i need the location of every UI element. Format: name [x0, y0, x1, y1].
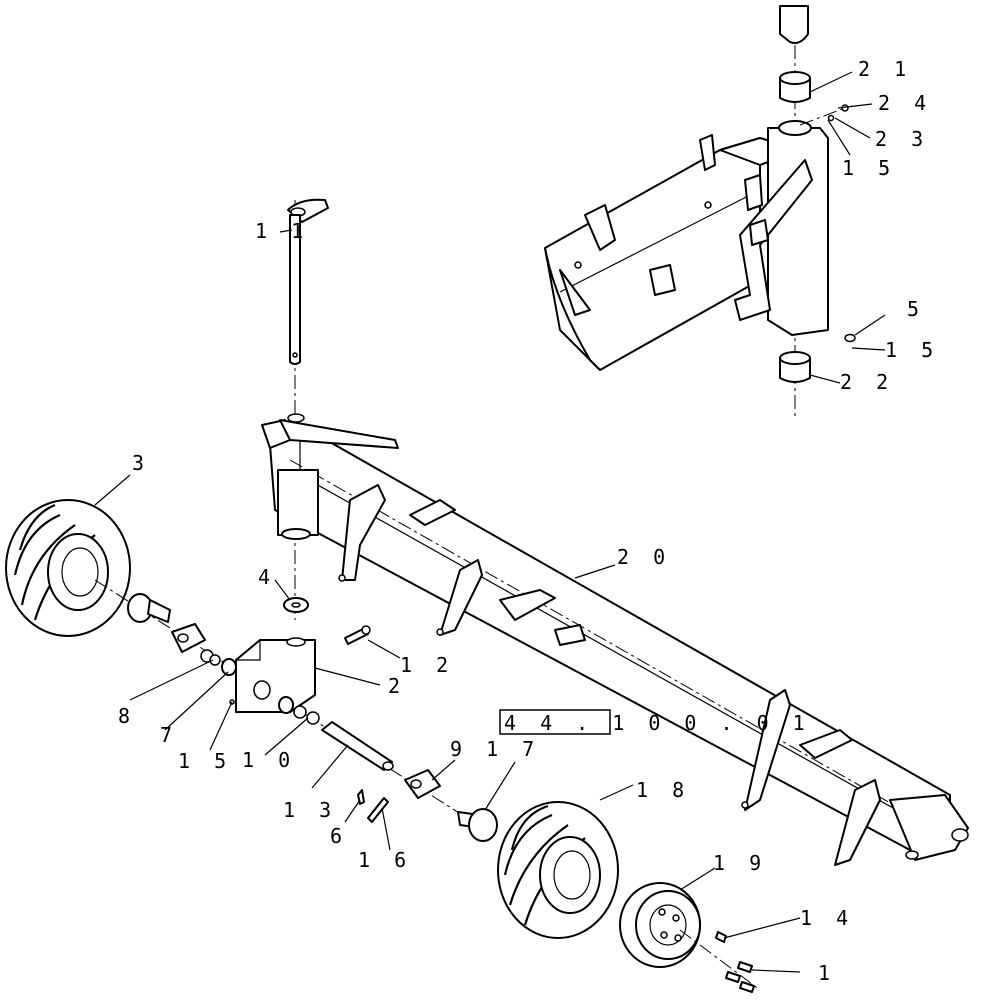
callout-24: 2 4: [878, 91, 932, 115]
callout-13: 1 3: [283, 798, 337, 822]
rim-part: [619, 882, 701, 968]
nut-14-part: [715, 931, 727, 943]
callout-10: 1 0: [242, 748, 296, 772]
callout-7: 7: [160, 723, 178, 747]
callout-19: 1 9: [713, 851, 767, 875]
bearing-right-part: [278, 696, 294, 714]
pin-top-part: [779, 5, 809, 44]
hub-right-part: [457, 808, 498, 842]
callout-11: 1 1: [255, 219, 309, 243]
callout-5: 5: [907, 297, 925, 321]
seal-right-part-2: [306, 711, 320, 725]
callout-15-top: 1 5: [842, 156, 896, 180]
callout-2: 2: [388, 674, 406, 698]
callout-labels: 2 1 2 4 2 3 1 5 5 1 5 2 2 1 1 3 2 0 4 1 …: [118, 57, 939, 985]
callout-23: 2 3: [875, 127, 929, 151]
leader-lines: [94, 71, 886, 973]
cotter-16-part: [367, 797, 389, 823]
callout-8: 8: [118, 704, 136, 728]
washer-part: [827, 114, 835, 122]
callout-18: 1 8: [636, 778, 690, 802]
callout-15-left: 1 5: [178, 749, 232, 773]
callout-1: 1: [818, 961, 836, 985]
hub-left-part: [127, 593, 171, 623]
callout-16: 1 6: [358, 848, 412, 872]
callout-9-17: 9 1 7: [450, 737, 540, 761]
main-beam-part: [261, 413, 969, 866]
wheel-left-part: [5, 499, 471, 821]
bushing-upper-part: [779, 71, 811, 103]
axle-13-part: [321, 721, 394, 771]
callout-21: 2 1: [858, 57, 912, 81]
callout-12: 1 2: [400, 653, 454, 677]
bearing-part: [221, 658, 237, 676]
seal-part-2: [209, 654, 221, 666]
washer-part-lower: [844, 333, 856, 343]
hub-bracket-right-part: [404, 769, 441, 799]
bolt-12-part: [344, 625, 371, 645]
cross-reference[interactable]: 4 4 . 1 0 0 . 0 1: [499, 709, 811, 735]
callout-3: 3: [132, 451, 150, 475]
callout-20: 2 0: [617, 545, 671, 569]
callout-6: 6: [330, 824, 348, 848]
seal-right-part: [293, 705, 307, 719]
callout-22: 2 2: [840, 370, 894, 394]
hub-bracket-left-part: [171, 623, 206, 653]
wheel-right-part: [497, 801, 619, 939]
callout-4: 4: [258, 565, 276, 589]
spindle-housing-part: [235, 637, 316, 713]
pivot-pin-part: [287, 198, 329, 620]
callout-15-right: 1 5: [885, 338, 939, 362]
callout-14: 1 4: [800, 906, 854, 930]
frame-housing-part: [544, 120, 829, 371]
cross-reference-label[interactable]: 4 4 . 1 0 0 . 0 1: [504, 711, 811, 735]
cross-reference-box[interactable]: [499, 709, 611, 735]
bolts-1-part: [725, 961, 755, 993]
frame-end-assembly: [544, 5, 856, 420]
bushing-lower-part: [779, 351, 811, 383]
